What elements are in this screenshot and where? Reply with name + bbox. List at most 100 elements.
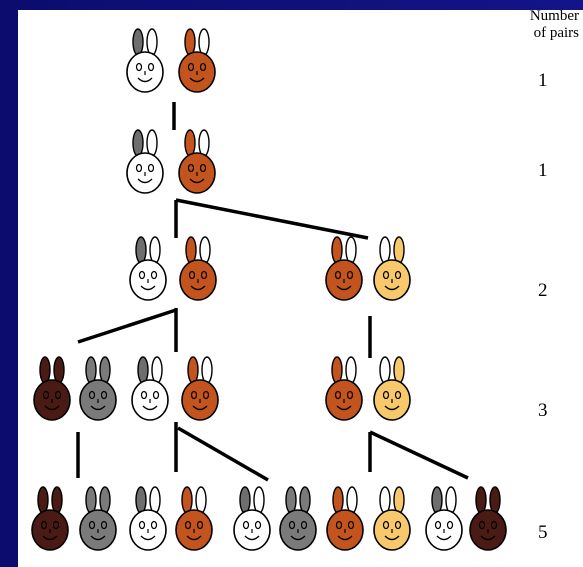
rabbit-eye: [150, 520, 158, 530]
rabbit-eye: [394, 270, 402, 280]
rabbit-ear: [51, 486, 63, 514]
rabbit-ear: [489, 486, 501, 514]
rabbit-eye: [202, 390, 210, 400]
rabbit-mouth: [290, 535, 306, 541]
rabbit-mouth: [190, 285, 206, 291]
rabbit-eye: [434, 520, 442, 530]
rabbit-ear: [445, 486, 457, 514]
rabbit-ear: [149, 236, 161, 264]
rabbit-gray: [79, 486, 117, 551]
rabbit-pair: [425, 486, 507, 551]
rabbit-eye: [187, 163, 195, 173]
rabbit-mouth: [90, 535, 106, 541]
pair-count-gen-1: 1: [538, 70, 548, 91]
header-line-2: of pairs: [533, 25, 579, 41]
rabbit-mouth: [436, 535, 452, 541]
rabbit-ear: [332, 486, 344, 514]
rabbit-ear: [346, 486, 358, 514]
rabbit-ear: [187, 356, 199, 384]
rabbit-ear: [39, 356, 51, 384]
rabbit-eye: [100, 520, 108, 530]
rabbit-ear: [345, 356, 357, 384]
rabbit-white: [233, 486, 271, 551]
rabbit-yellow: [373, 236, 411, 301]
rabbit-mouth: [137, 77, 153, 83]
rabbit-white: [129, 486, 167, 551]
rabbit-mouth: [189, 77, 205, 83]
pair-count-gen-3: 2: [538, 280, 548, 301]
rabbit-white: [425, 486, 463, 551]
rabbit-pair: [325, 356, 411, 421]
rabbit-ear: [99, 356, 111, 384]
rabbit-ear: [181, 486, 193, 514]
rabbit-mouth: [244, 535, 260, 541]
rabbit-ear: [132, 28, 144, 56]
rabbit-orange: [325, 356, 363, 421]
rabbit-eye: [190, 390, 198, 400]
rabbit-ear: [198, 28, 210, 56]
connector-line: [77, 308, 177, 344]
rabbit-ear: [379, 236, 391, 264]
rabbit-darkbrown: [31, 486, 69, 551]
rabbit-ear: [132, 129, 144, 157]
rabbit-eye: [394, 520, 402, 530]
rabbit-mouth: [44, 405, 60, 411]
rabbit-pair: [126, 28, 216, 93]
rabbit-ear: [135, 236, 147, 264]
rabbit-yellow: [373, 356, 411, 421]
rabbit-white: [126, 129, 164, 194]
rabbit-ear: [379, 486, 391, 514]
rabbit-ear: [239, 486, 251, 514]
rabbit-mouth: [336, 405, 352, 411]
rabbit-mouth: [384, 535, 400, 541]
rabbit-mouth: [42, 535, 58, 541]
rabbit-eye: [300, 520, 308, 530]
rabbit-ear: [393, 486, 405, 514]
rabbit-eye: [334, 390, 342, 400]
pair-count-gen-5: 5: [538, 522, 548, 543]
rabbit-ear: [393, 236, 405, 264]
rabbit-orange: [326, 486, 364, 551]
rabbit-pairs: [31, 28, 507, 551]
rabbit-eye: [88, 520, 96, 530]
rabbit-eye: [346, 270, 354, 280]
rabbit-ear: [431, 486, 443, 514]
rabbit-mouth: [384, 285, 400, 291]
rabbit-ear: [85, 356, 97, 384]
rabbit-pair: [129, 236, 217, 301]
rabbit-eye: [150, 270, 158, 280]
rabbit-eye: [478, 520, 486, 530]
rabbit-eye: [382, 270, 390, 280]
rabbit-ear: [199, 236, 211, 264]
rabbit-eye: [188, 270, 196, 280]
rabbit-ear: [195, 486, 207, 514]
rabbit-ear: [185, 236, 197, 264]
rabbit-pair: [129, 486, 213, 551]
rabbit-mouth: [480, 535, 496, 541]
rabbit-eye: [135, 163, 143, 173]
rabbit-ear: [149, 486, 161, 514]
rabbit-orange: [181, 356, 219, 421]
rabbit-eye: [88, 390, 96, 400]
rabbit-ear: [201, 356, 213, 384]
rabbit-yellow: [373, 486, 411, 551]
rabbit-mouth: [337, 535, 353, 541]
rabbit-ear: [331, 236, 343, 264]
rabbit-eye: [242, 520, 250, 530]
rabbit-ear: [99, 486, 111, 514]
rabbit-mouth: [189, 178, 205, 184]
rabbit-pair: [325, 236, 411, 301]
rabbit-mouth: [186, 535, 202, 541]
rabbit-ear: [198, 129, 210, 157]
rabbit-ear: [184, 28, 196, 56]
rabbit-ear: [285, 486, 297, 514]
rabbit-eye: [446, 520, 454, 530]
rabbit-orange: [175, 486, 213, 551]
rabbit-eye: [138, 270, 146, 280]
rabbit-ear: [85, 486, 97, 514]
rabbit-pair: [31, 486, 117, 551]
rabbit-mouth: [137, 178, 153, 184]
rabbit-ear: [475, 486, 487, 514]
rabbit-eye: [52, 520, 60, 530]
